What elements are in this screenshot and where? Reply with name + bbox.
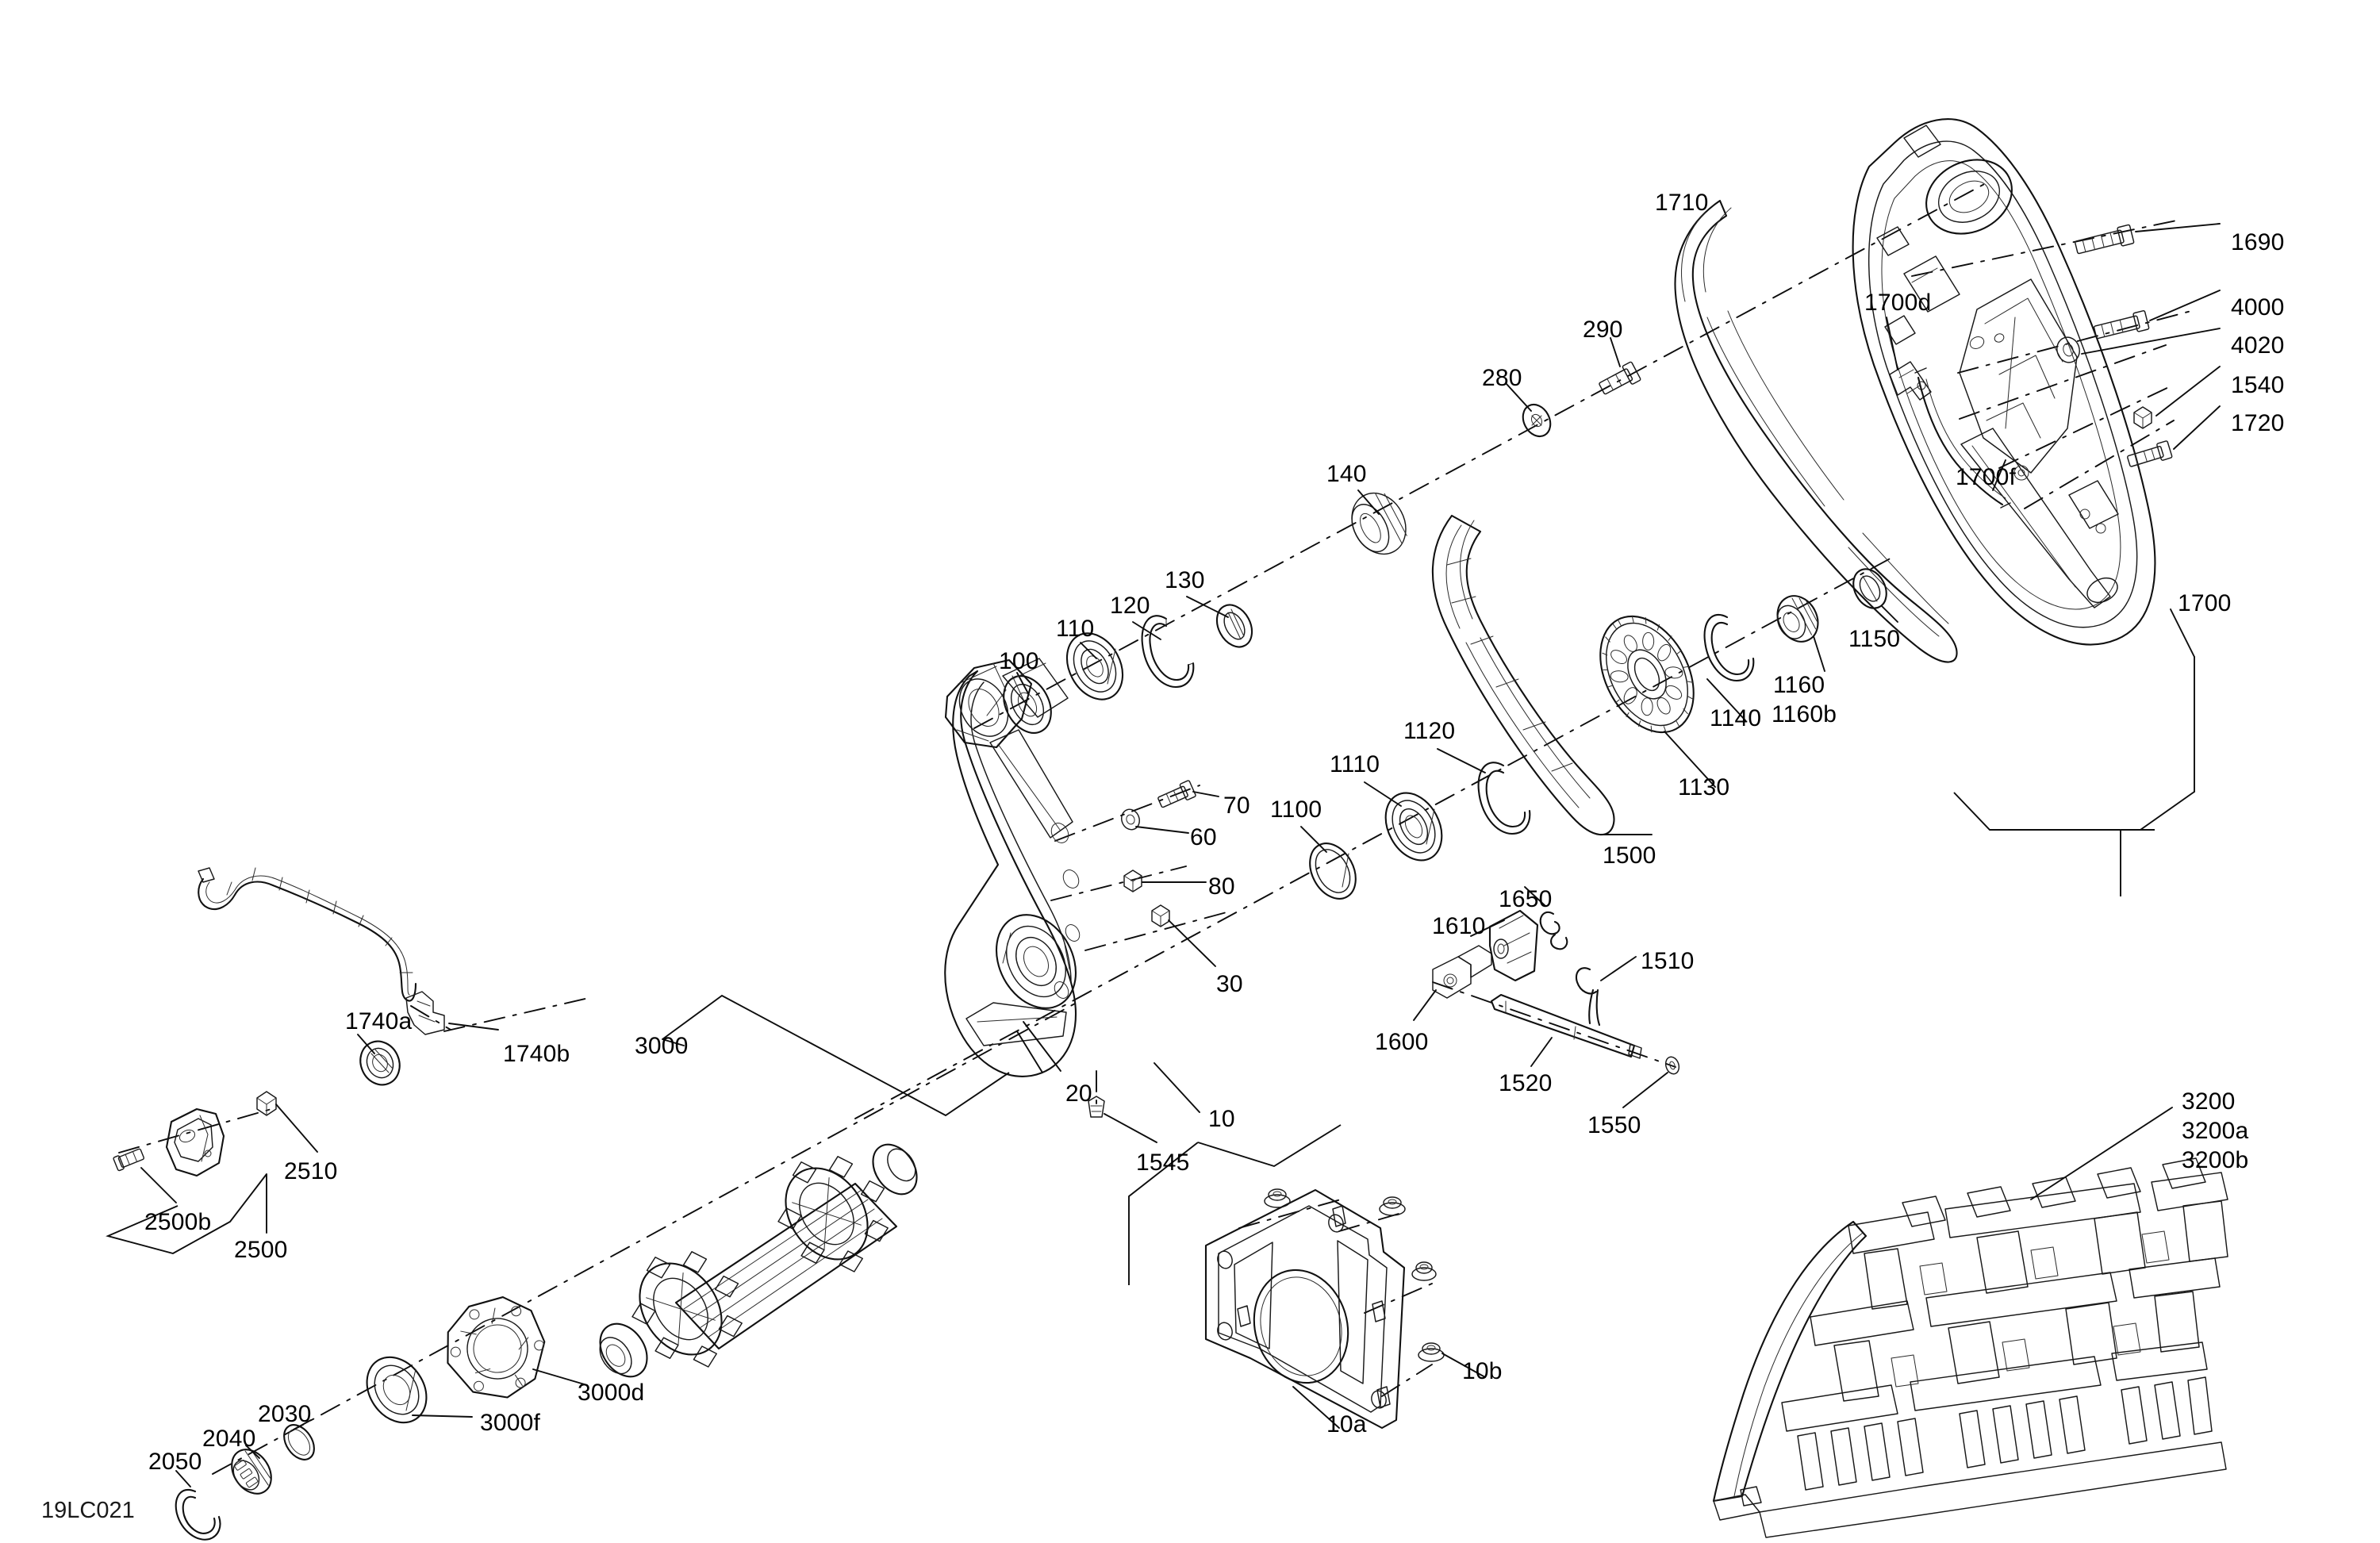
callout-3200: 3200 xyxy=(2182,1088,2236,1115)
tensioner-rod-1520 xyxy=(1490,993,1642,1067)
callout-2500: 2500 xyxy=(234,1237,288,1263)
axle-oil-seal-3000f xyxy=(366,1356,473,1424)
support-bracket-10a xyxy=(1204,1188,1406,1430)
callout-1690: 1690 xyxy=(2231,229,2285,255)
track-assembly-3200 xyxy=(1712,1107,2228,1538)
upper-bearing-110 xyxy=(1065,632,1124,700)
callout-60: 60 xyxy=(1190,824,1217,850)
tensioner-clip-1650 xyxy=(1524,886,1568,950)
callout-1160: 1160 xyxy=(1773,672,1825,698)
chaincase-cover-hardware xyxy=(2056,223,2221,467)
speed-sensor-1700d xyxy=(1886,317,1932,401)
callout-110: 110 xyxy=(1056,616,1095,642)
callout-1130: 1130 xyxy=(1678,774,1730,800)
callout-10: 10 xyxy=(1208,1106,1235,1132)
callout-290: 290 xyxy=(1583,317,1623,343)
callout-1120: 1120 xyxy=(1403,718,1456,744)
upper-bolt-290 xyxy=(1599,337,1641,395)
axle-retainer-3000d xyxy=(447,1296,588,1399)
lower-sleeve-1160 xyxy=(1776,595,1825,672)
lower-circlip-1120 xyxy=(1437,748,1531,835)
callout-1700d: 1700d xyxy=(1864,290,1932,316)
callout-1600: 1600 xyxy=(1375,1029,1429,1055)
callout-3000d: 3000d xyxy=(578,1380,645,1406)
callout-3200b: 3200b xyxy=(2182,1147,2249,1173)
cotter-pin-1510 xyxy=(1575,956,1637,1027)
callout-80: 80 xyxy=(1208,873,1235,900)
document-code: 19LC021 xyxy=(41,1498,135,1523)
drive-belt-1710 xyxy=(1674,199,1958,663)
tension-block-2500 xyxy=(106,1091,318,1255)
callout-120: 120 xyxy=(1110,593,1150,619)
callout-1100: 1100 xyxy=(1270,796,1322,823)
callout-1160b: 1160b xyxy=(1772,701,1837,727)
lower-oil-seal-1100 xyxy=(1300,826,1357,900)
callout-1150: 1150 xyxy=(1848,626,1901,652)
callout-130: 130 xyxy=(1165,567,1205,593)
axle-bearing-2040 xyxy=(231,1445,272,1495)
tensioner-block-1600 xyxy=(1413,945,1492,1021)
lower-circlip-1140 xyxy=(1703,613,1755,721)
axle-oring-2030 xyxy=(283,1419,315,1460)
callout-2030: 2030 xyxy=(258,1401,312,1427)
callout-1740b: 1740b xyxy=(503,1041,570,1067)
tensioner-shoe-1610 xyxy=(1470,909,1539,982)
upper-circlip-120 xyxy=(1132,615,1195,689)
lower-bearing-1110 xyxy=(1364,781,1443,862)
callout-140: 140 xyxy=(1326,461,1367,487)
callout-4020: 4020 xyxy=(2231,332,2285,359)
axle-circlip-2050 xyxy=(175,1470,221,1541)
bracket-nuts-10b xyxy=(1264,1188,1486,1378)
callout-10a: 10a xyxy=(1326,1411,1367,1437)
upper-washer-280 xyxy=(1506,383,1552,438)
chain-sprocket-1130 xyxy=(1599,615,1716,788)
callout-2500b: 2500b xyxy=(144,1209,212,1235)
chaincase-nut-80 xyxy=(1123,869,1207,892)
callout-1710: 1710 xyxy=(1655,190,1709,216)
callout-1520: 1520 xyxy=(1499,1070,1553,1096)
callout-4000: 4000 xyxy=(2231,294,2285,320)
drain-plug-1545 xyxy=(1088,1096,1157,1143)
breather-hose-1700f xyxy=(1914,367,2011,509)
callout-20: 20 xyxy=(1065,1080,1092,1107)
callout-1500: 1500 xyxy=(1603,843,1656,869)
callout-1720: 1720 xyxy=(2231,410,2285,436)
callout-3000f: 3000f xyxy=(480,1410,541,1436)
chaincase-housing-10 xyxy=(944,658,1342,1285)
callout-1700f: 1700f xyxy=(1956,464,2017,490)
callout-280: 280 xyxy=(1482,365,1522,391)
callout-1550: 1550 xyxy=(1587,1112,1641,1138)
callout-1545: 1545 xyxy=(1136,1150,1190,1176)
callout-70: 70 xyxy=(1223,793,1250,819)
callout-1700: 1700 xyxy=(2178,590,2232,616)
chaincase-bolt-70 xyxy=(1157,780,1219,808)
callout-2040: 2040 xyxy=(202,1426,256,1452)
callout-3200a: 3200a xyxy=(2182,1118,2249,1144)
callout-1140: 1140 xyxy=(1710,705,1762,731)
callout-2050: 2050 xyxy=(148,1449,202,1475)
callout-100: 100 xyxy=(999,648,1039,674)
upper-sprocket-140 xyxy=(1351,489,1407,555)
callout-1610: 1610 xyxy=(1432,913,1486,939)
chaincase-washer-60 xyxy=(1121,808,1189,834)
upper-collar-130 xyxy=(1186,596,1253,648)
drive-chain-1500 xyxy=(1431,514,1653,836)
chaincase-nut-30 xyxy=(1151,904,1216,967)
chaincase-cover-1700 xyxy=(1852,118,2195,896)
callout-1110: 1110 xyxy=(1330,751,1380,777)
drive-axle-3000 xyxy=(599,994,1010,1378)
callout-30: 30 xyxy=(1216,971,1243,997)
callout-1510: 1510 xyxy=(1641,948,1695,974)
oil-hose-assembly xyxy=(198,867,499,1086)
callout-2510: 2510 xyxy=(284,1158,338,1184)
tensioner-washer-1550 xyxy=(1622,1056,1680,1108)
callout-10b: 10b xyxy=(1462,1358,1503,1384)
callout-1540: 1540 xyxy=(2231,372,2285,398)
lower-seal-1150 xyxy=(1852,568,1898,623)
callout-3000: 3000 xyxy=(635,1033,689,1059)
callout-1740a: 1740a xyxy=(345,1008,413,1034)
callout-1650: 1650 xyxy=(1499,886,1553,912)
